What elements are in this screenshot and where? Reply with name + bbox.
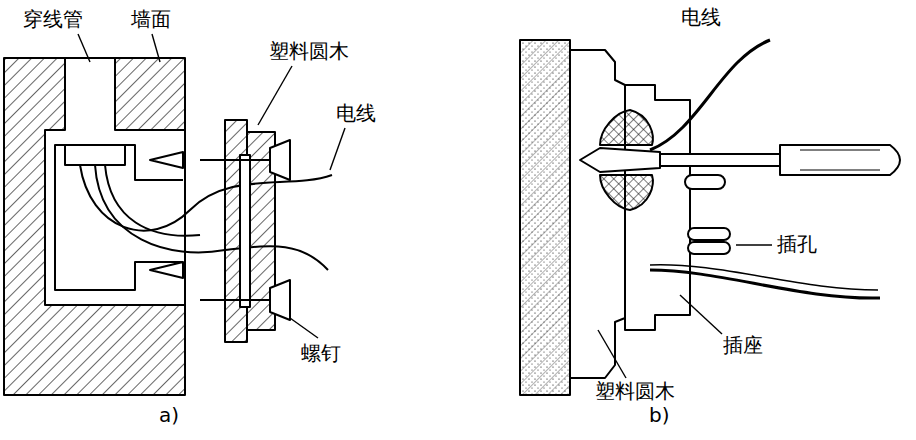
part-label: 塑料圆木 xyxy=(594,380,676,402)
part-label: 塑料圆木 xyxy=(268,40,350,62)
part-label: 插孔 xyxy=(776,233,818,255)
part-label: 插座 xyxy=(722,334,764,356)
part-label: a) xyxy=(158,404,180,426)
part-label: 电线 xyxy=(335,102,377,124)
part-label: b) xyxy=(648,404,671,426)
part-label: 螺钉 xyxy=(300,342,342,364)
part-label: 墙面 xyxy=(130,8,172,30)
part-label: 穿线管 xyxy=(22,8,84,30)
part-label: 电线 xyxy=(680,6,722,28)
